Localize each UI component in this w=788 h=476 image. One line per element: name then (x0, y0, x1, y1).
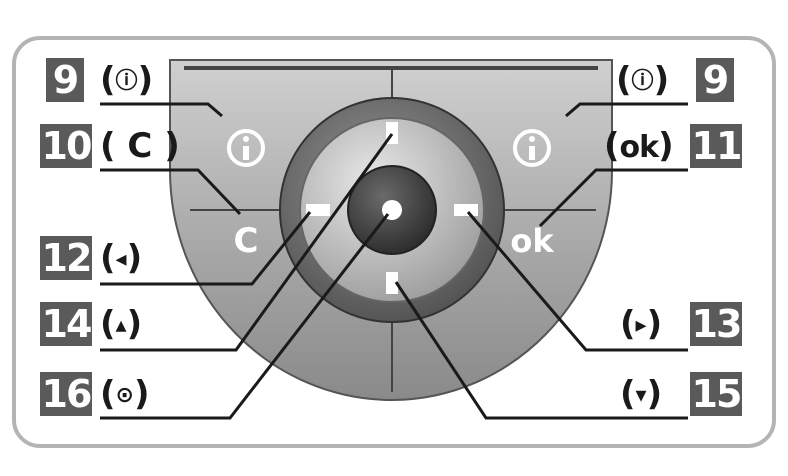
callout-number-15: 15 (690, 372, 742, 416)
callout-symbol-info-left: (ⓘ) (100, 60, 154, 100)
leader-clear (100, 168, 242, 216)
leader-left (100, 211, 312, 286)
down-arrow-icon: ▾ (635, 383, 647, 408)
callout-number-9-right: 9 (696, 58, 734, 102)
callout-symbol-center: (⊙) (100, 374, 150, 414)
info-icon: ⓘ (631, 69, 654, 94)
leader-down (394, 281, 688, 420)
callout-number-10: 10 (40, 124, 92, 168)
left-marker (306, 204, 330, 216)
callout-number-14: 14 (40, 302, 92, 346)
up-arrow-icon: ▴ (115, 313, 127, 338)
callout-symbol-ok: (ok) (604, 126, 674, 166)
down-marker (386, 272, 398, 294)
info-icon: ⓘ (115, 69, 138, 94)
center-select-icon: ⊙ (115, 383, 134, 408)
leader-center (100, 213, 390, 420)
callout-symbol-clear: ( C ) (100, 126, 180, 166)
callout-number-12: 12 (40, 236, 92, 280)
left-info-icon (227, 129, 265, 167)
ok-key-label: ok (510, 222, 554, 260)
leader-right-info (565, 102, 688, 118)
right-marker (454, 204, 478, 216)
callout-symbol-up: (▴) (100, 304, 143, 344)
right-arrow-icon: ▸ (635, 313, 647, 338)
callout-number-11: 11 (690, 124, 742, 168)
leader-left-info (100, 102, 223, 118)
callout-symbol-left: (◂) (100, 238, 143, 278)
clear-key-label: C (234, 221, 259, 261)
leader-lines (100, 102, 688, 420)
left-arrow-icon: ◂ (115, 247, 127, 272)
right-info-icon (513, 129, 551, 167)
leader-right (466, 211, 688, 352)
callout-number-13: 13 (690, 302, 742, 346)
callout-number-9-left: 9 (46, 58, 84, 102)
callout-number-16: 16 (40, 372, 92, 416)
callout-symbol-down: (▾) (620, 374, 663, 414)
leader-ok (538, 168, 688, 228)
leader-up (100, 133, 394, 352)
callout-symbol-info-right: (ⓘ) (616, 60, 670, 100)
callout-symbol-right: (▸) (620, 304, 663, 344)
